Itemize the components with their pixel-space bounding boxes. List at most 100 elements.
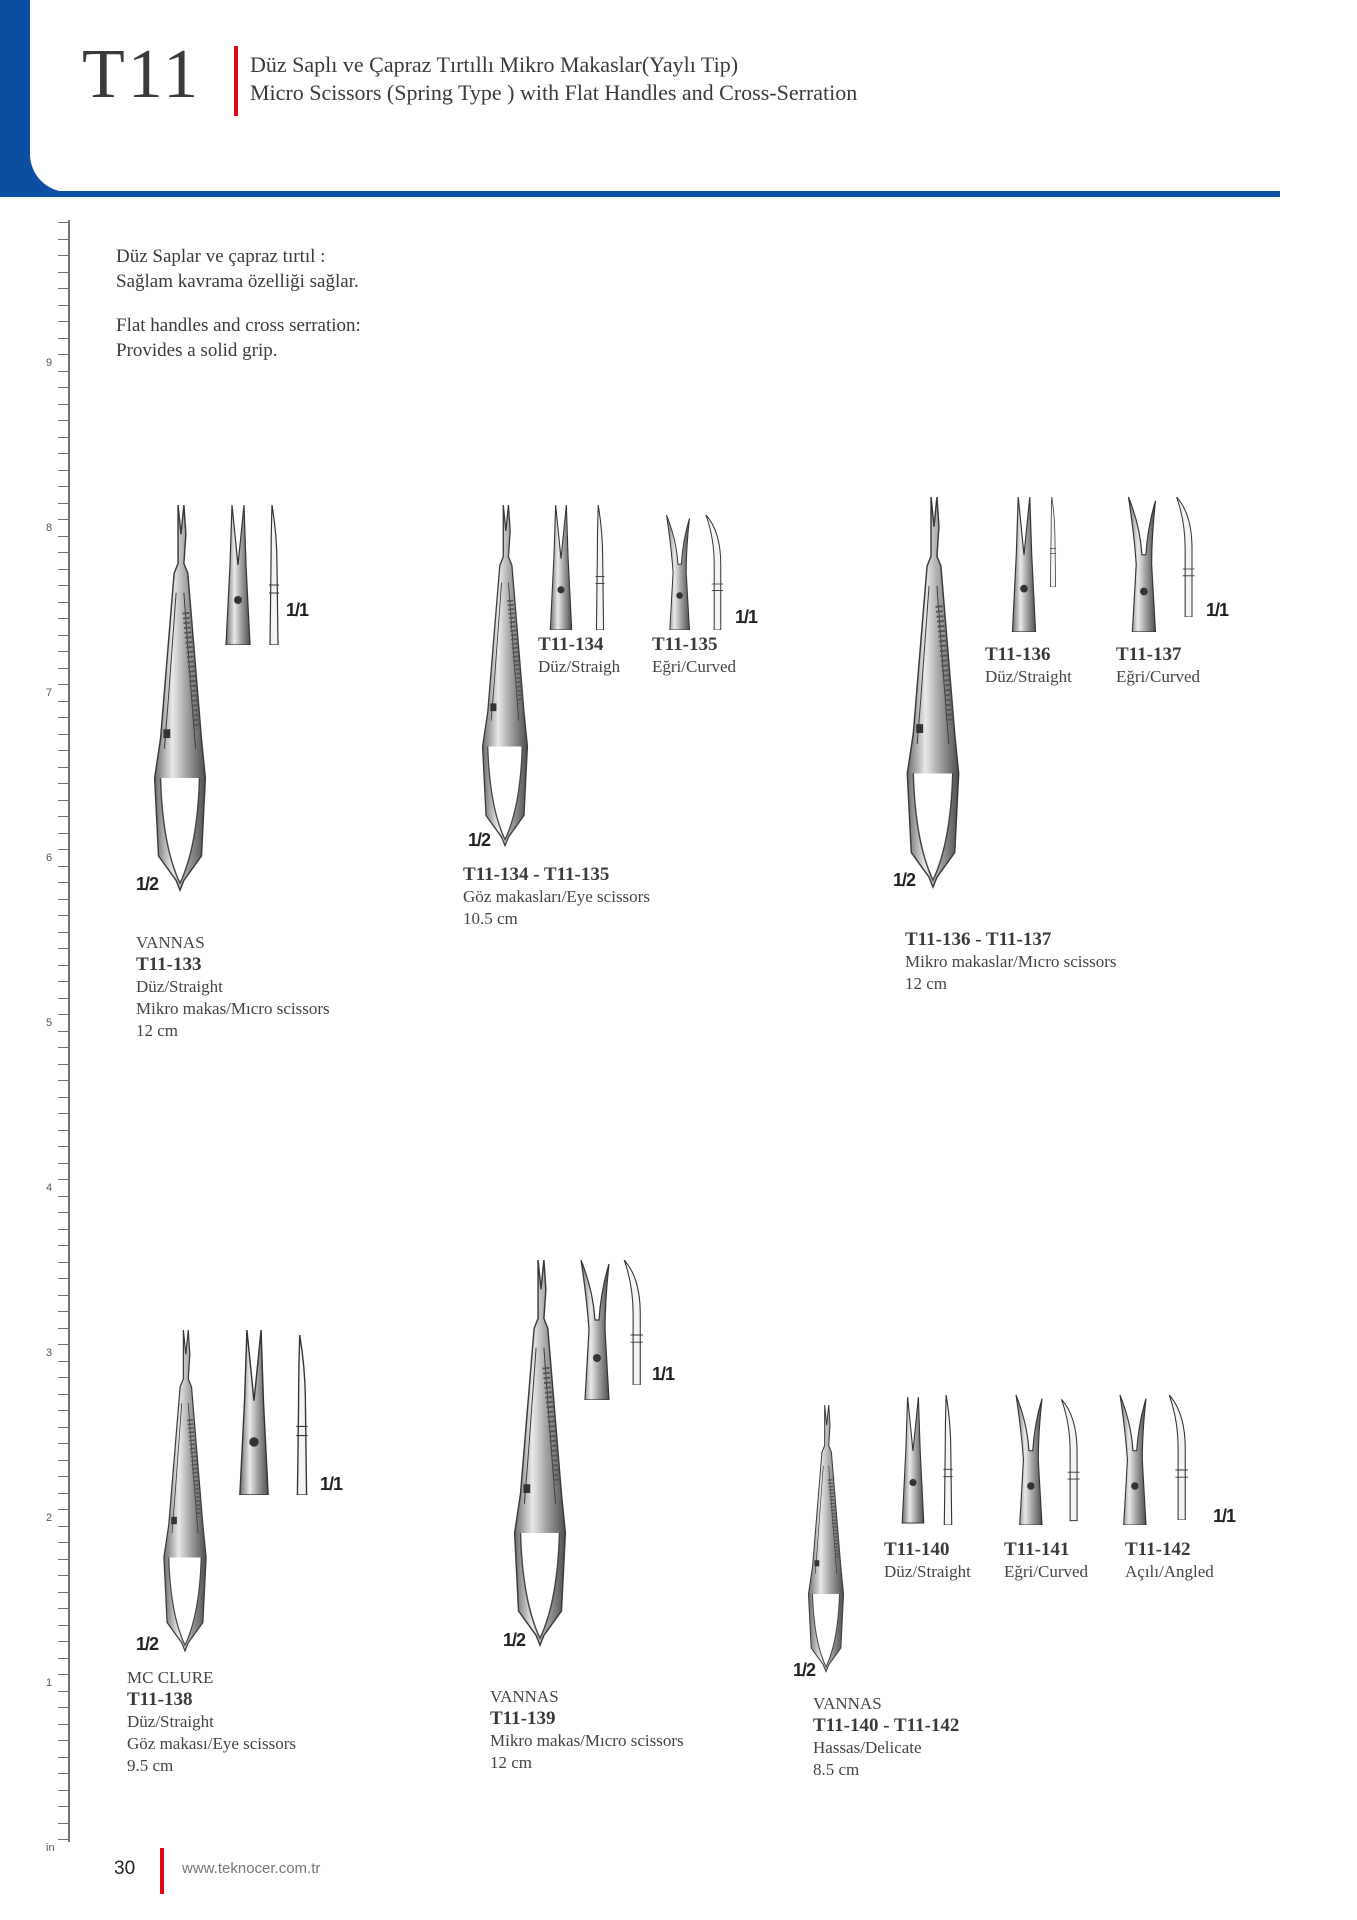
- ruler-tick: [58, 1443, 68, 1444]
- variant-type: Eğri/Curved: [1116, 667, 1201, 686]
- scale-label: 1/2: [136, 1634, 159, 1654]
- variant-code: T11-141: [1004, 1539, 1070, 1560]
- ruler-tick: [58, 882, 68, 883]
- intro-tr-line2: Sağlam kavrama özelliği sağlar.: [116, 271, 359, 292]
- tip-detail-t11-136: [1004, 497, 1044, 632]
- header-rule: [40, 191, 1280, 197]
- product-range: T11-140 - T11-142: [813, 1715, 960, 1736]
- scale-label: 1/1: [320, 1474, 343, 1494]
- variant-t11-142: T11-142 Açılı/Angled: [1125, 1539, 1214, 1583]
- scale-label: 1/1: [652, 1364, 675, 1384]
- ruler-tick: [58, 1690, 68, 1692]
- title-english: Micro Scissors (Spring Type ) with Flat …: [250, 80, 858, 105]
- ruler-number: 8: [46, 522, 53, 534]
- product-size: 12 cm: [905, 974, 948, 993]
- ruler-tick: [58, 1608, 68, 1609]
- ruler-tick: [58, 1756, 68, 1758]
- ruler-tick: [58, 651, 68, 652]
- ruler-tick: [58, 750, 68, 751]
- ruler-tick: [58, 915, 68, 916]
- ruler-tick: [58, 1558, 68, 1560]
- ruler-tick: [58, 1080, 68, 1081]
- ruler-tick: [58, 1476, 68, 1477]
- intro-en-line1: Flat handles and cross serration:: [116, 315, 361, 336]
- ruler-tick: [58, 535, 68, 537]
- product-desc: Göz makası/Eye scissors: [127, 1734, 297, 1753]
- product-block-t11-136-137: T11-136 - T11-137 Mikro makaslar/Mıcro s…: [905, 929, 1117, 995]
- product-desc: Mikro makas/Mıcro scissors: [490, 1731, 684, 1750]
- ruler-tick: [58, 1773, 68, 1774]
- instrument-image-t11-139: [500, 1260, 580, 1650]
- brand-name: VANNAS: [490, 1687, 559, 1706]
- ruler-tick: [58, 948, 68, 949]
- variant-code: T11-134: [538, 634, 604, 655]
- instrument-image-t11-133: [140, 505, 220, 895]
- tip-detail-t11-138: [230, 1330, 278, 1495]
- tip-detail-t11-139: [575, 1260, 615, 1400]
- ruler-tick: [58, 1261, 68, 1263]
- catalog-code: T11: [82, 36, 202, 113]
- ruler-number: 7: [46, 687, 53, 699]
- ruler-tick: [58, 288, 68, 289]
- ruler-number: 1: [46, 1677, 53, 1689]
- ruler-tick: [58, 700, 68, 702]
- side-detail-t11-136: [1043, 497, 1063, 587]
- ruler-tick: [58, 370, 68, 372]
- ruler-tick: [58, 1162, 68, 1164]
- ruler-tick: [58, 519, 68, 520]
- tip-detail-t11-142: [1112, 1395, 1154, 1525]
- ruler-tick: [58, 1393, 68, 1395]
- ruler-tick: [58, 1014, 68, 1015]
- scale-label: 1/1: [286, 600, 309, 620]
- ruler-tick: [58, 1542, 68, 1543]
- ruler-tick: [58, 964, 68, 966]
- scale-label: 1/2: [136, 874, 159, 894]
- ruler-tick: [58, 1657, 68, 1659]
- ruler-tick: [58, 1245, 68, 1246]
- ruler-tick: [58, 1278, 68, 1279]
- ruler-number: 5: [46, 1017, 53, 1029]
- scale-label: 1/1: [1206, 600, 1229, 620]
- ruler-tick: [58, 931, 68, 933]
- ruler-tick: [58, 387, 68, 388]
- side-detail-t11-137: [1172, 497, 1200, 617]
- product-type: Düz/Straight: [136, 977, 223, 996]
- variant-code: T11-135: [652, 634, 718, 655]
- ruler-tick: [58, 981, 68, 982]
- website-url[interactable]: www.teknocer.com.tr: [182, 1860, 321, 1877]
- ruler-tick: [58, 865, 68, 867]
- ruler-tick: [58, 1113, 68, 1114]
- ruler-tick: [58, 799, 68, 801]
- header-card: [30, 0, 1357, 192]
- ruler-tick: [58, 255, 68, 256]
- product-range: T11-134 - T11-135: [463, 864, 610, 885]
- ruler-tick: [58, 1212, 68, 1213]
- product-size: 9.5 cm: [127, 1756, 174, 1775]
- product-size: 10.5 cm: [463, 909, 518, 928]
- variant-code: T11-136: [985, 644, 1051, 665]
- ruler-tick: [58, 403, 68, 405]
- ruler-tick: [58, 717, 68, 718]
- ruler-tick: [58, 618, 68, 619]
- ruler-tick: [58, 1822, 68, 1824]
- instrument-image-t11-136: [893, 497, 973, 892]
- ruler-tick: [58, 1327, 68, 1329]
- product-size: 8.5 cm: [813, 1760, 860, 1779]
- tip-detail-t11-134: [543, 505, 579, 630]
- product-block-t11-134-135: T11-134 - T11-135 Göz makasları/Eye scis…: [463, 864, 650, 930]
- ruler-tick: [58, 1492, 68, 1494]
- ruler-tick: [58, 469, 68, 471]
- title-turkish: Düz Saplı ve Çapraz Tırtıllı Mikro Makas…: [250, 52, 739, 77]
- ruler-tick: [58, 1624, 68, 1626]
- variant-type: Düz/Straigh: [538, 657, 621, 676]
- ruler-tick: [58, 486, 68, 487]
- inch-ruler: [68, 220, 70, 1842]
- ruler-tick: [58, 1707, 68, 1708]
- ruler-tick: [58, 898, 68, 900]
- tip-detail-t11-140: [895, 1395, 931, 1525]
- footer-red-divider: [160, 1848, 164, 1894]
- page-number: 30: [114, 1858, 136, 1879]
- side-detail-t11-133: [264, 505, 284, 645]
- ruler-tick: [58, 634, 68, 636]
- variant-t11-134: T11-134 Düz/Straigh: [538, 634, 620, 678]
